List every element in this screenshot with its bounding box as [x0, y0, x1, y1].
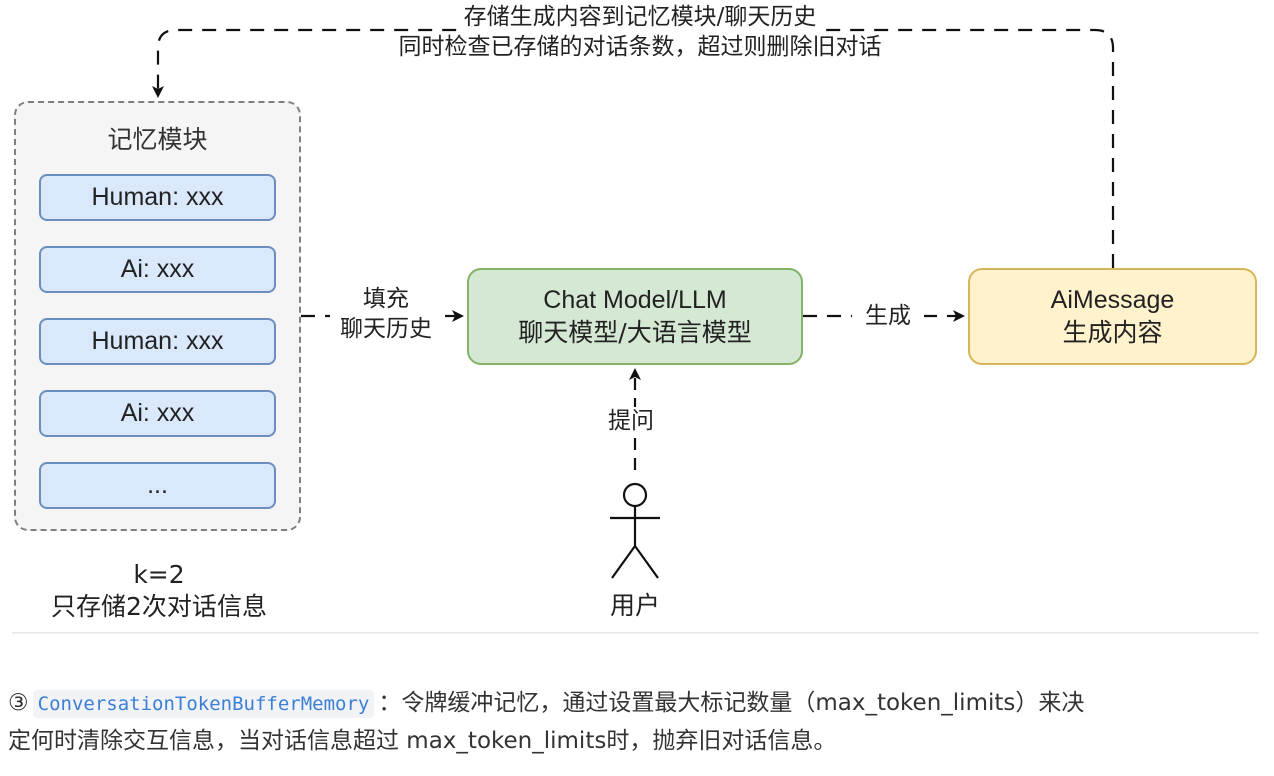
llm-node-subtitle: 聊天模型/大语言模型 — [518, 317, 752, 347]
fill-history-label: 填充 聊天历史 — [330, 285, 442, 345]
memory-flow-diagram: 记忆模块 Human: xxx Ai: xxx Human: xxx Ai: x… — [14, 3, 1257, 623]
llm-node-title: Chat Model/LLM — [543, 286, 727, 315]
feedback-edge — [152, 28, 1115, 268]
feedback-edge-label: 存储生成内容到记忆模块/聊天历史 同时检查已存储的对话条数，超过则删除旧对话 — [330, 3, 950, 63]
description-text: ：令牌缓冲记忆，通过设置最大标记数量（max_token_limits）来决 — [378, 690, 1085, 716]
feedback-edge-label-line1: 存储生成内容到记忆模块/聊天历史 — [457, 3, 823, 33]
memory-module-title: 记忆模块 — [107, 125, 208, 154]
user-stick-figure-icon — [610, 482, 660, 579]
generate-label: 生成 — [852, 302, 924, 332]
feedback-edge-label-line2: 同时检查已存储的对话条数，超过则删除旧对话 — [392, 32, 888, 63]
memory-caption: k=2 只存储2次对话信息 — [14, 559, 304, 623]
memory-caption-desc: 只存储2次对话信息 — [51, 592, 267, 621]
memory-item: ... — [39, 462, 276, 509]
llm-node: Chat Model/LLM 聊天模型/大语言模型 — [467, 268, 803, 365]
fill-history-label-line1: 填充 — [363, 286, 409, 312]
memory-item: Ai: xxx — [39, 390, 276, 437]
description-line-2: 定何时清除交互信息，当对话信息超过 max_token_limits时，抛弃旧对… — [8, 728, 837, 754]
memory-item: Human: xxx — [39, 318, 276, 365]
inline-code: ConversationTokenBufferMemory — [32, 690, 375, 718]
memory-caption-k: k=2 — [133, 560, 185, 589]
aimessage-node: AiMessage 生成内容 — [968, 268, 1257, 365]
memory-module: 记忆模块 Human: xxx Ai: xxx Human: xxx Ai: x… — [14, 101, 301, 531]
ask-label: 提问 — [599, 407, 663, 437]
memory-item: Ai: xxx — [39, 246, 276, 293]
memory-item: Human: xxx — [39, 174, 276, 221]
fill-history-label-line2: 聊天历史 — [340, 315, 432, 342]
list-marker: ③ — [8, 690, 29, 716]
user-label: 用户 — [596, 590, 674, 623]
aimessage-node-title: AiMessage — [1050, 286, 1175, 315]
aimessage-node-subtitle: 生成内容 — [1062, 317, 1163, 347]
